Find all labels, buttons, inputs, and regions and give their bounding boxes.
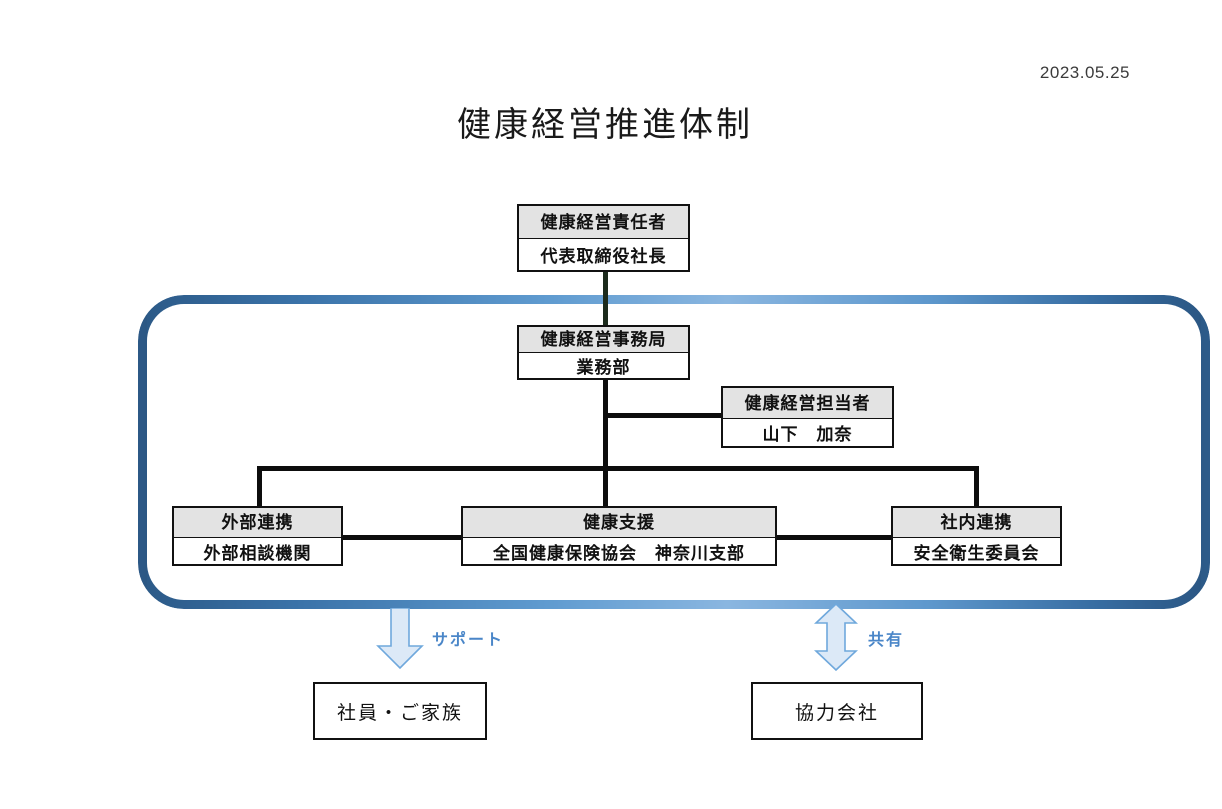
node-manager-name: 山下 加奈 <box>723 419 892 446</box>
connector-external-to-health-support <box>341 535 466 540</box>
up-down-arrow-icon <box>813 602 859 672</box>
node-office-name: 業務部 <box>519 353 688 378</box>
node-health-support-name: 全国健康保険協会 神奈川支部 <box>463 538 775 564</box>
node-external[interactable]: 外部連携 外部相談機関 <box>172 506 343 566</box>
node-employees[interactable]: 社員・ご家族 <box>313 682 487 740</box>
page-title: 健康経営推進体制 <box>0 97 1222 146</box>
node-internal-role: 社内連携 <box>893 508 1060 538</box>
connector-health-support-to-internal <box>775 535 893 540</box>
connector-officer-to-office <box>603 270 608 326</box>
connector-bus-horizontal <box>257 466 979 471</box>
support-arrow <box>376 607 424 670</box>
node-external-role: 外部連携 <box>174 508 341 538</box>
connector-office-to-manager <box>603 413 723 418</box>
node-health-support-role: 健康支援 <box>463 508 775 538</box>
share-arrow-label: 共有 <box>868 632 905 649</box>
node-officer[interactable]: 健康経営責任者 代表取締役社長 <box>517 204 690 272</box>
node-manager-role: 健康経営担当者 <box>723 388 892 419</box>
node-partners[interactable]: 協力会社 <box>751 682 923 740</box>
connector-bus-to-internal <box>974 466 979 510</box>
down-arrow-icon <box>376 607 424 670</box>
connector-office-trunk <box>603 377 608 471</box>
node-external-name: 外部相談機関 <box>174 538 341 564</box>
share-arrow <box>813 602 859 672</box>
node-internal[interactable]: 社内連携 安全衛生委員会 <box>891 506 1062 566</box>
connector-bus-to-external <box>257 466 262 510</box>
date-stamp: 2023.05.25 <box>1039 63 1130 82</box>
node-internal-name: 安全衛生委員会 <box>893 538 1060 564</box>
node-manager[interactable]: 健康経営担当者 山下 加奈 <box>721 386 894 448</box>
node-health-support[interactable]: 健康支援 全国健康保険協会 神奈川支部 <box>461 506 777 566</box>
support-arrow-label: サポート <box>432 632 505 649</box>
node-officer-role: 健康経営責任者 <box>519 206 688 239</box>
node-officer-name: 代表取締役社長 <box>519 239 688 270</box>
node-office-role: 健康経営事務局 <box>519 327 688 353</box>
node-office[interactable]: 健康経営事務局 業務部 <box>517 325 690 380</box>
page-title-text: 健康経営推進体制 <box>457 106 753 144</box>
connector-bus-to-health-support <box>603 466 608 510</box>
